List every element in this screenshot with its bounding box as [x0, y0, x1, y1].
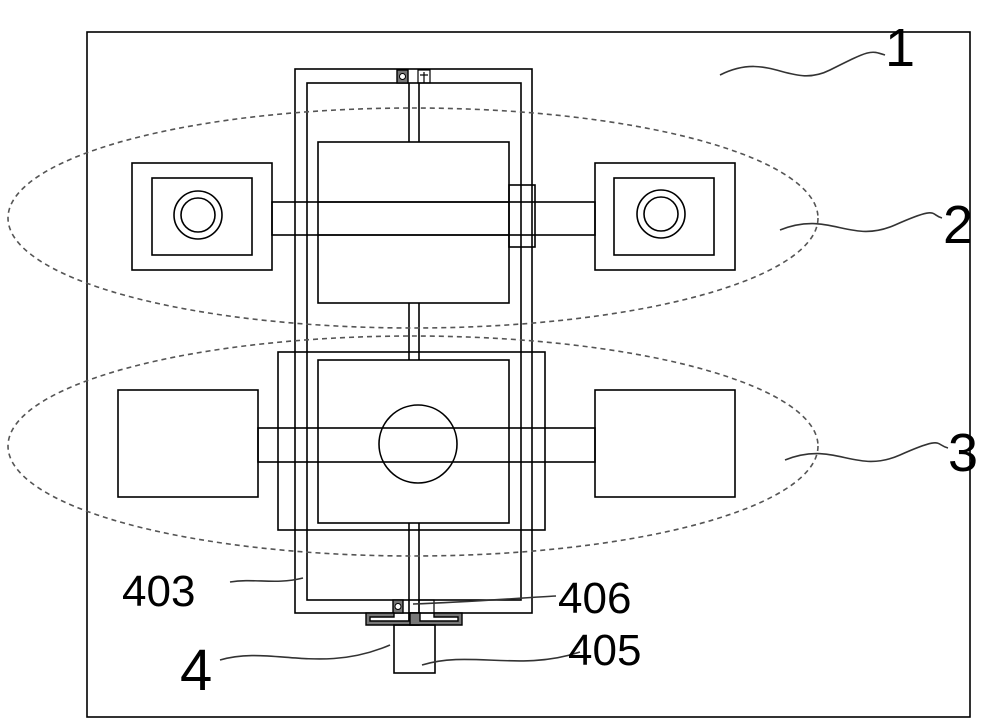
top-bearing: [397, 70, 430, 83]
frame-403: [295, 69, 532, 625]
drive-assembly: [366, 600, 462, 673]
motor-405: [394, 625, 435, 673]
label-2: 2: [943, 195, 973, 255]
label-405: 405: [568, 626, 641, 675]
label-1: 1: [885, 18, 915, 78]
label-406: 406: [558, 574, 631, 623]
base-plate: [87, 32, 970, 717]
upper-assembly: [132, 142, 735, 303]
group-outline-2: [8, 108, 818, 328]
lower-assembly: [118, 352, 735, 530]
label-3: 3: [948, 423, 978, 483]
label-403: 403: [122, 567, 195, 616]
label-4: 4: [180, 638, 212, 703]
